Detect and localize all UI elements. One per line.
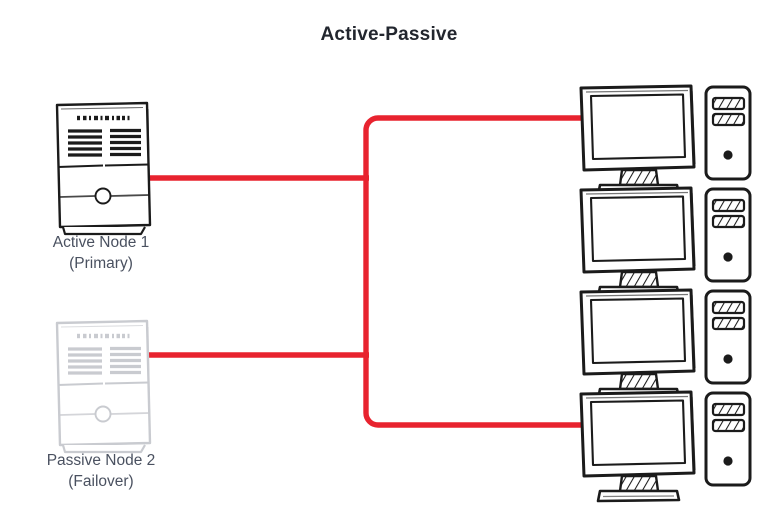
client-unit-4[interactable] <box>579 390 752 503</box>
vertical-bus-line <box>363 115 595 428</box>
active-node-caption: Active Node 1 (Primary) <box>52 234 150 272</box>
client-unit-1[interactable] <box>579 84 752 197</box>
active-node-icon[interactable] <box>57 103 150 234</box>
client-unit-2[interactable] <box>579 186 752 299</box>
page-title: Active-Passive <box>320 24 458 45</box>
passive-node-caption: Passive Node 2 (Failover) <box>46 452 156 490</box>
passive-node-icon[interactable] <box>57 321 150 452</box>
client-unit-3[interactable] <box>579 288 752 401</box>
